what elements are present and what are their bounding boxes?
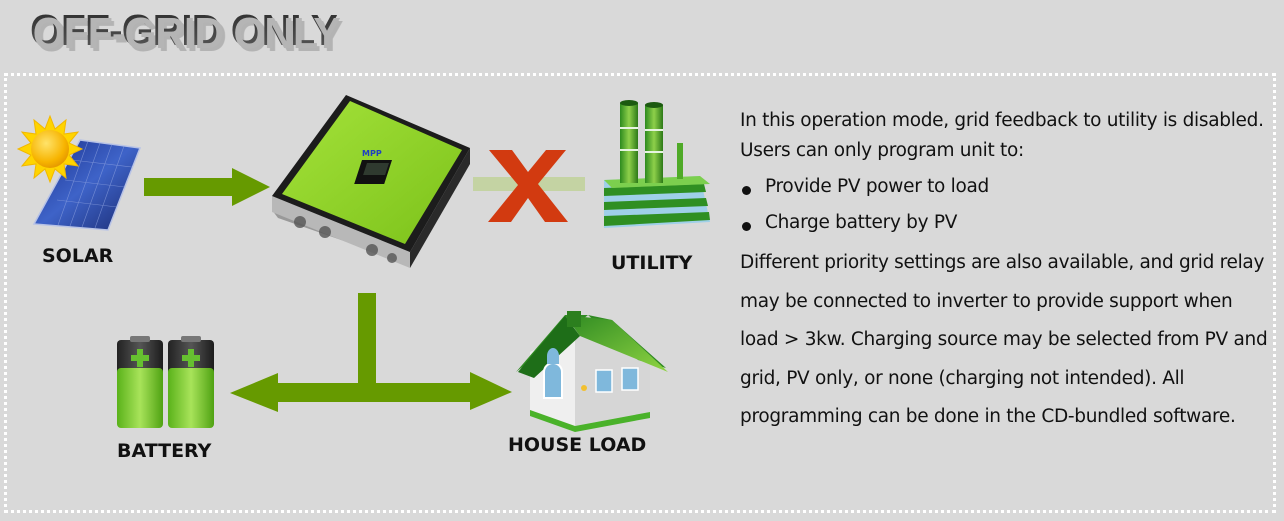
list-item: Charge battery by PV (740, 205, 1270, 241)
battery-label: BATTERY (117, 440, 212, 462)
page-title: OFF-GRID ONLY (30, 6, 338, 55)
allowed-functions-list: Provide PV power to load Charge battery … (740, 169, 1270, 241)
description-intro: In this operation mode, grid feedback to… (740, 110, 1264, 161)
battery-icon (117, 336, 214, 428)
bullet-icon (742, 222, 751, 231)
svg-text:MPP: MPP (362, 149, 382, 158)
list-item-text: Provide PV power to load (765, 176, 989, 197)
arrow-solar-to-inverter (144, 168, 270, 206)
inverter-icon: MPP (272, 95, 470, 268)
house-load-label: HOUSE LOAD (508, 434, 647, 456)
arrow-inverter-to-loads (230, 293, 512, 412)
solar-label: SOLAR (42, 245, 114, 267)
solar-panel-icon (32, 139, 142, 231)
sun-icon (16, 114, 84, 184)
house-load-icon (516, 311, 668, 432)
list-item-text: Charge battery by PV (765, 212, 958, 233)
bullet-icon (742, 186, 751, 195)
utility-factory-icon (604, 100, 710, 228)
description-details: Different priority settings are also ava… (740, 252, 1268, 427)
mode-description: In this operation mode, grid feedback to… (740, 106, 1270, 437)
diagram-frame (4, 73, 1276, 513)
blocked-cross-icon (488, 150, 568, 222)
utility-label: UTILITY (611, 252, 693, 274)
list-item: Provide PV power to load (740, 169, 1270, 205)
